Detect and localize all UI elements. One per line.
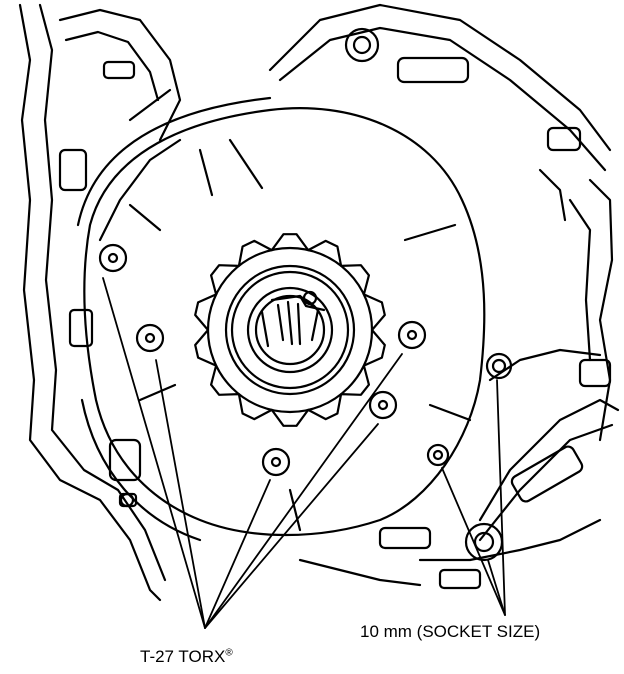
center-hub: [194, 233, 386, 427]
socket-bolt-3: [464, 522, 504, 562]
torx-bolt-1: [98, 243, 128, 273]
housing-left: [18, 3, 182, 602]
socket-bolt-1: [485, 352, 513, 380]
torx-label: T-27 TORX®: [140, 647, 233, 667]
socket-bolt-2: [426, 443, 450, 467]
bolts: [98, 27, 513, 562]
housing-bolt: [119, 492, 135, 508]
torx-bolt-2: [135, 323, 165, 353]
socket-size-label: 10 mm (SOCKET SIZE): [360, 622, 541, 641]
torx-bolt-5: [397, 320, 427, 350]
torx-label-text: T-27 TORX: [140, 647, 226, 666]
torx-bolt-3: [261, 447, 291, 477]
registered-mark: ®: [225, 647, 233, 659]
leader-lines: [102, 277, 506, 629]
housing-right: [268, 3, 620, 590]
torx-bolt-4: [368, 390, 398, 420]
cover-outline: [76, 96, 486, 542]
top-bolt: [344, 27, 380, 63]
